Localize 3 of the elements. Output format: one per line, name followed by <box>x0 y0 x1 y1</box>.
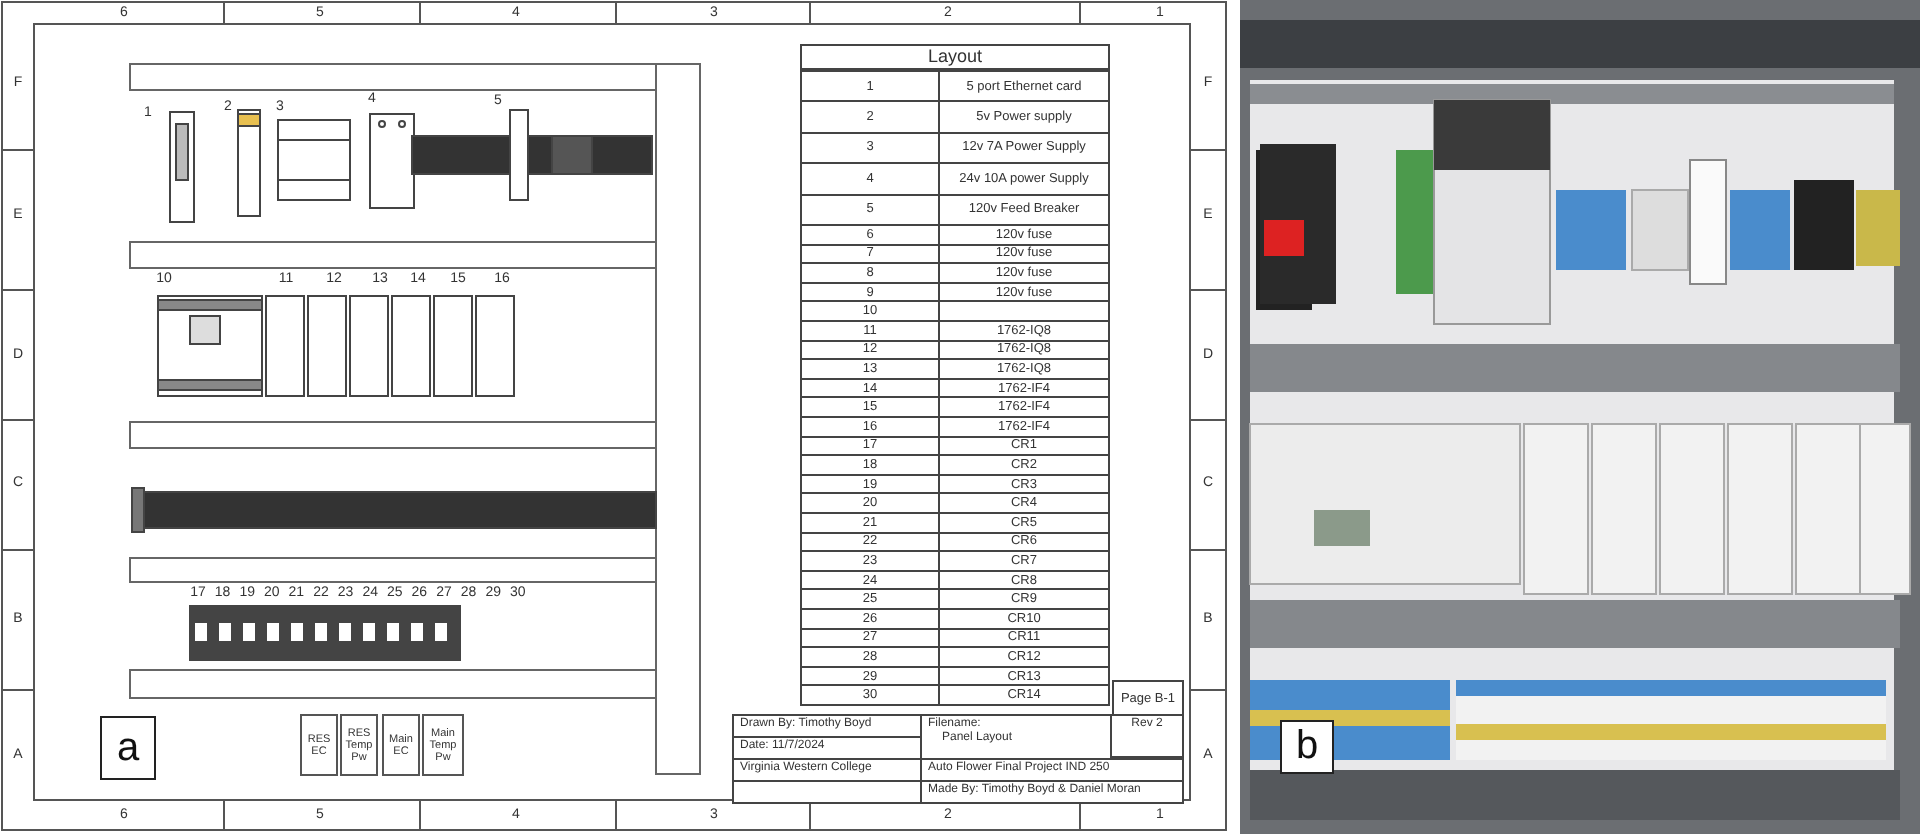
panel-letter: b <box>1280 720 1334 774</box>
table-header: Layout <box>800 44 1110 70</box>
panel-letter: a <box>100 716 156 780</box>
